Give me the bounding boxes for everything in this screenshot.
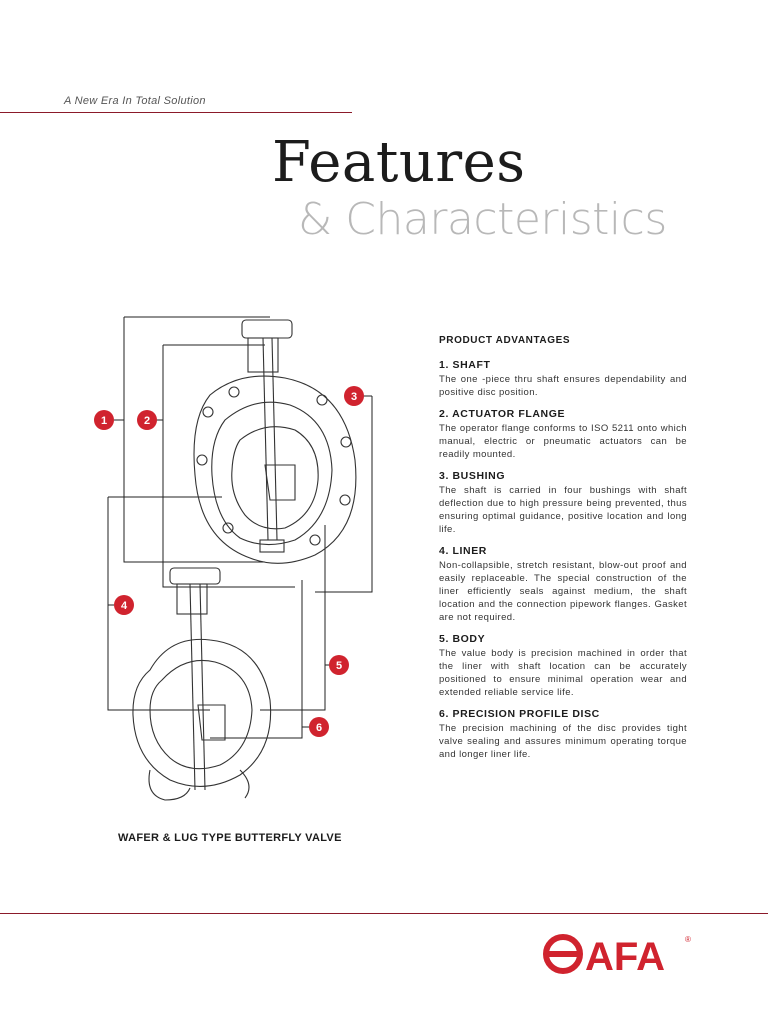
advantage-text: The shaft is carried in four bushings wi… (439, 485, 687, 535)
callout-4-circle (114, 595, 134, 615)
product-advantages: PRODUCT ADVANTAGES 1. SHAFT The one -pie… (439, 335, 687, 770)
logo-registered: ® (685, 935, 691, 944)
diagram-caption: WAFER & LUG TYPE BUTTERFLY VALVE (118, 832, 342, 844)
advantage-item: 4. LINER Non-collapsible, stretch resist… (439, 545, 687, 624)
callout-5-circle (329, 655, 349, 675)
advantage-title: 4. LINER (439, 545, 487, 557)
callout-line-4 (107, 497, 210, 711)
top-divider (0, 112, 352, 113)
callout-3-circle (344, 386, 364, 406)
callout-6-label: 6 (316, 722, 322, 734)
callout-3-label: 3 (351, 391, 357, 403)
advantage-item: 5. BODY The value body is precision mach… (439, 633, 687, 699)
advantages-heading: PRODUCT ADVANTAGES (439, 335, 571, 346)
bottom-divider (0, 913, 768, 914)
callout-line-1 (123, 317, 265, 563)
callout-2-circle (137, 410, 157, 430)
advantage-title: 6. PRECISION PROFILE DISC (439, 708, 600, 720)
logo-text: AFA (585, 935, 665, 978)
callouts: 1 2 3 4 5 6 (94, 386, 364, 737)
lug-valve (193, 319, 357, 564)
callout-5-label: 5 (336, 660, 342, 672)
tagline-text: A New Era In Total Solution (64, 95, 206, 107)
callout-line-6 (210, 580, 303, 739)
tagline: A New Era In Total Solution (64, 95, 206, 107)
butterfly-valve-diagram: 1 2 3 4 5 6 (94, 316, 373, 801)
callout-line-5 (260, 525, 326, 711)
wafer-valve (132, 567, 272, 801)
callout-1-circle (94, 410, 114, 430)
advantage-title: 2. ACTUATOR FLANGE (439, 408, 566, 420)
afa-logo: AFA ® (543, 934, 691, 978)
advantage-item: 6. PRECISION PROFILE DISC The precision … (439, 708, 687, 761)
advantage-text: The precision machining of the disc prov… (439, 723, 687, 760)
advantage-title: 5. BODY (439, 633, 486, 645)
advantage-title: 3. BUSHING (439, 470, 506, 482)
advantage-title: 1. SHAFT (439, 359, 491, 371)
callout-line-2 (162, 345, 295, 588)
advantage-text: The operator flange conforms to ISO 5211… (439, 423, 687, 460)
callout-2-label: 2 (144, 415, 150, 427)
page-subtitle: & Characteristics (298, 194, 667, 245)
callout-4-label: 4 (121, 600, 128, 612)
advantage-item: 2. ACTUATOR FLANGE The operator flange c… (439, 408, 687, 461)
callout-6-circle (309, 717, 329, 737)
advantage-text: The value body is precision machined in … (439, 648, 687, 698)
page-title: Features (272, 130, 526, 195)
advantage-item: 1. SHAFT The one -piece thru shaft ensur… (439, 359, 687, 399)
callout-line-3 (315, 396, 373, 593)
advantage-text: The one -piece thru shaft ensures depend… (439, 374, 687, 398)
advantage-item: 3. BUSHING The shaft is carried in four … (439, 470, 687, 536)
callout-1-label: 1 (101, 415, 107, 427)
advantage-text: Non-collapsible, stretch resistant, blow… (439, 560, 687, 623)
